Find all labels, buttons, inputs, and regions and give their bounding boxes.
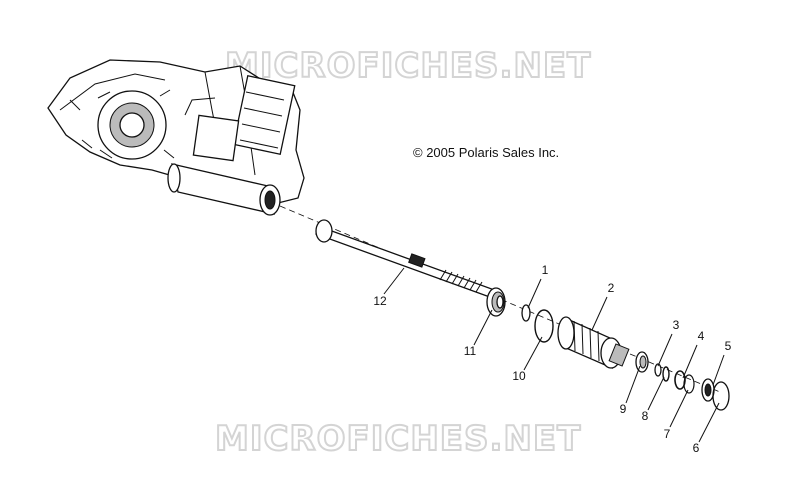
callout-label-2: 2 <box>608 281 615 295</box>
part-10-o-ring <box>534 309 554 343</box>
part-3-ring <box>654 363 662 377</box>
part-5-washer <box>701 378 715 402</box>
part-6-o-ring <box>712 381 730 411</box>
part-1-ring <box>521 304 531 322</box>
callout-label-5: 5 <box>725 339 732 353</box>
callout-leader-4 <box>682 344 698 379</box>
callout-leader-7 <box>669 389 689 428</box>
copyright-text: © 2005 Polaris Sales Inc. <box>413 145 559 160</box>
callout-label-12: 12 <box>373 294 387 308</box>
watermark-top: MICROFICHES.NET <box>225 46 591 86</box>
callout-label-3: 3 <box>673 318 680 332</box>
callout-label-7: 7 <box>664 427 671 441</box>
callout-leader-11 <box>473 309 493 346</box>
callout-leader-12 <box>383 267 405 295</box>
callout-leader-9 <box>625 365 641 404</box>
part-8-ring <box>662 366 670 382</box>
callout-label-1: 1 <box>542 263 549 277</box>
callout-label-9: 9 <box>620 402 627 416</box>
part-12-shaft <box>315 219 501 301</box>
part-9-bearing <box>635 351 649 373</box>
part-11-seal <box>486 287 506 317</box>
part-4-snap-ring <box>674 370 686 390</box>
callout-leader-8 <box>647 376 665 411</box>
callout-leader-5 <box>712 354 725 386</box>
watermark-bottom: MICROFICHES.NET <box>215 419 581 459</box>
part-7-ring <box>683 374 695 394</box>
callout-label-10: 10 <box>512 369 526 383</box>
callout-label-4: 4 <box>698 329 705 343</box>
part-2-coupler <box>557 316 630 370</box>
callout-label-11: 11 <box>464 344 477 358</box>
transmission-housing <box>47 59 305 216</box>
callout-leader-3 <box>657 333 673 367</box>
callout-label-6: 6 <box>693 441 700 455</box>
callout-leader-2 <box>591 296 608 331</box>
callout-leader-1 <box>527 278 542 309</box>
callout-leader-10 <box>523 336 543 371</box>
callout-leader-6 <box>698 402 720 443</box>
callout-label-8: 8 <box>642 409 649 423</box>
